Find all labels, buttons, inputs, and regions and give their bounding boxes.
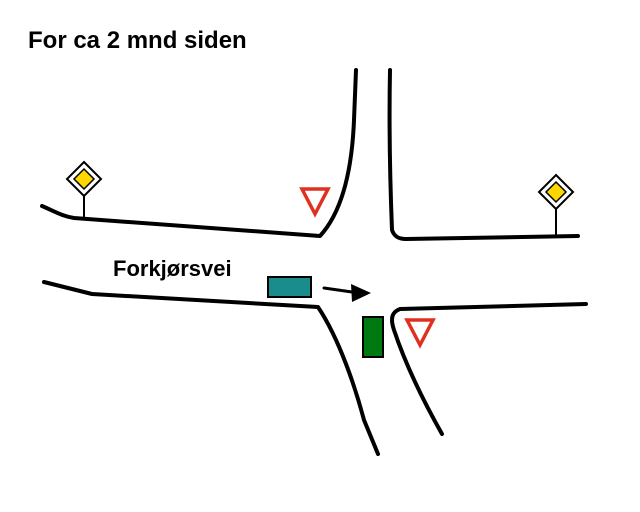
yield-sign-icon xyxy=(299,187,331,218)
yield-sign-bottom xyxy=(404,318,436,349)
road-edge-lower-right xyxy=(390,302,588,436)
priority-road-label: Forkjørsvei xyxy=(113,256,232,281)
yield-sign-icon xyxy=(404,318,436,349)
road-edge-upper-left xyxy=(40,68,358,238)
road-edges xyxy=(40,68,588,456)
arrow-right-icon xyxy=(322,284,371,302)
priority-road-sign-icon xyxy=(537,173,575,211)
diagram-title: For ca 2 mnd siden xyxy=(28,27,247,54)
priority-road-sign-left xyxy=(65,160,103,217)
yield-sign-top xyxy=(299,187,331,218)
road-edge-lower-left xyxy=(42,280,380,456)
car-vertical xyxy=(362,316,384,358)
priority-road-sign-right xyxy=(537,173,575,238)
car-horizontal xyxy=(267,276,312,298)
priority-road-sign-icon xyxy=(65,160,103,198)
road-edge-upper-right xyxy=(387,68,580,241)
